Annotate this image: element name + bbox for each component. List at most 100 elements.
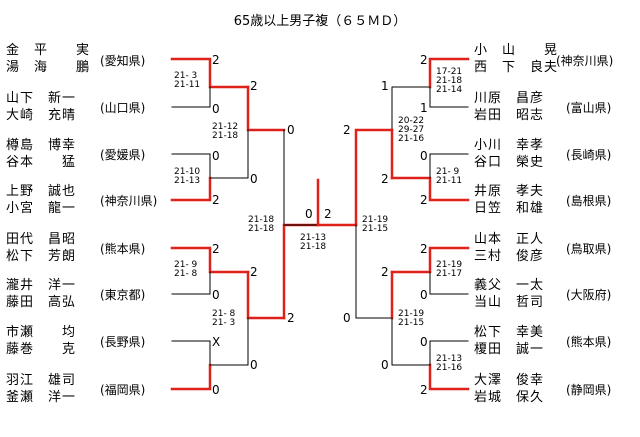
prefecture-label: (富山県)	[566, 101, 612, 115]
score: 1	[420, 101, 428, 115]
prefecture-label: (長野県)	[100, 335, 146, 349]
game-scores: 21- 9 21- 8	[174, 260, 198, 279]
prefecture-label: (東京都)	[100, 288, 146, 302]
score: 0	[343, 311, 351, 325]
bracket-line-left-r1-m2-loser	[171, 153, 211, 179]
prefecture-label: (福岡県)	[100, 383, 146, 397]
player-name: 山本 正人	[474, 232, 545, 247]
player-name: 小川 幸孝	[474, 138, 545, 153]
player-name: 羽江 雄司	[6, 373, 77, 388]
bracket-line-left-r2-m1	[246, 85, 286, 132]
player-name: 上野 誠也	[6, 184, 77, 199]
bracket-line-right-r1-m2	[390, 176, 470, 202]
prefecture-label: (島根県)	[566, 194, 612, 208]
score: 2	[420, 242, 428, 256]
player-name: 金 平 実	[6, 43, 91, 58]
player-name: 当山 哲司	[474, 295, 545, 310]
prefecture-label: (熊本県)	[566, 335, 612, 349]
player-name: 井原 孝夫	[474, 184, 545, 199]
score: 0	[420, 149, 428, 163]
score: 2	[420, 193, 428, 207]
prefecture-label: (長崎県)	[566, 148, 612, 162]
player-name: 三村 俊彦	[474, 249, 545, 264]
player-name: 釜瀬 洋一	[6, 390, 77, 405]
player-name: 義父 一太	[474, 278, 545, 293]
score: 0	[250, 358, 258, 372]
player-name: 市瀬 均	[6, 325, 77, 340]
score: 2	[212, 242, 220, 256]
game-scores: 21-19 21-15	[362, 215, 389, 234]
final-game-scores: 21-13 21-18	[300, 233, 327, 252]
score: 2	[212, 193, 220, 207]
player-name: 日笠 和雄	[474, 201, 545, 216]
player-name: 西 下 良夫	[474, 60, 559, 75]
prefecture-label: (熊本県)	[100, 242, 146, 256]
player-name: 大崎 充晴	[6, 108, 77, 123]
score: 2	[212, 53, 220, 67]
bracket-line-right-r1-m3	[390, 246, 470, 274]
game-scores: 21- 3 21-11	[174, 71, 201, 90]
player-name: 藤田 高弘	[6, 295, 77, 310]
score: 0	[212, 102, 220, 116]
player-name: 谷本 猛	[6, 155, 77, 170]
player-name: 谷口 榮史	[474, 155, 545, 170]
bracket-line-left-r1-m1-loser	[171, 86, 211, 108]
score: 0	[420, 335, 428, 349]
prefecture-label: (愛知県)	[100, 54, 146, 68]
game-scores: 17-21 21-18 21-14	[436, 67, 463, 95]
player-name: 岩田 昭志	[474, 108, 545, 123]
game-scores: 21- 9 21-11	[436, 167, 463, 186]
game-scores: 21-19 21-17	[436, 260, 463, 279]
prefecture-label: (山口県)	[100, 101, 146, 115]
score: 0	[212, 149, 220, 163]
player-name: 榎田 誠一	[474, 342, 545, 357]
player-name: 樽島 博幸	[6, 138, 77, 153]
score: 0	[212, 288, 220, 302]
score: 2	[250, 265, 258, 279]
bracket-line-left-r1-m4	[170, 363, 212, 391]
game-scores: 21-18 21-18	[248, 215, 275, 234]
game-scores: 20-22 29-27 21-16	[398, 116, 425, 144]
player-name: 松下 芳朗	[6, 249, 77, 264]
score: 0	[250, 172, 258, 186]
player-name: 川原 昌彦	[474, 91, 545, 106]
score: 0	[420, 288, 428, 302]
bracket-line-left-r1-m3-loser	[171, 271, 211, 295]
prefecture-label: (鳥取県)	[566, 242, 612, 256]
player-name: 小宮 龍一	[6, 201, 77, 216]
score: 2	[420, 53, 428, 67]
prefecture-label: (静岡県)	[566, 383, 612, 397]
prefecture-label: (神奈川県)	[100, 194, 158, 208]
score: 0	[287, 123, 295, 137]
final-score-left: 0	[305, 207, 313, 221]
score: 2	[381, 172, 389, 186]
bracket-line-left-r1-m2	[170, 176, 212, 202]
score: 1	[381, 79, 389, 93]
bracket-line-right-r1-m1	[428, 57, 470, 89]
game-scores: 21-19 21-15	[398, 309, 425, 328]
final-score-right: 2	[324, 207, 332, 221]
game-scores: 21-10 21-13	[174, 167, 201, 186]
bracket-line-right-r1-m4	[428, 363, 470, 391]
player-name: 藤巻 克	[6, 342, 77, 357]
page-title: 65歳以上男子複（６５ＭＤ）	[233, 14, 407, 29]
prefecture-label: (神奈川県)	[556, 54, 614, 68]
score: 2	[420, 383, 428, 397]
prefecture-label: (大阪府)	[566, 288, 612, 302]
player-name: 小 山 晃	[474, 43, 559, 58]
score: 2	[287, 311, 295, 325]
game-scores: 21- 8 21- 3	[212, 309, 236, 328]
bracket-line-right-r3	[354, 128, 394, 227]
bracket-line-left-r1-m4-loser	[171, 340, 211, 366]
player-name: 湯 海 鵬	[6, 60, 91, 75]
bracket-line-left-r1-m1	[170, 57, 250, 89]
score: 2	[381, 265, 389, 279]
prefecture-label: (愛媛県)	[100, 148, 146, 162]
player-name: 田代 昌昭	[6, 232, 77, 247]
game-scores: 21-12 21-18	[212, 122, 239, 141]
score: 0	[381, 358, 389, 372]
player-name: 瀧井 洋一	[6, 278, 77, 293]
bracket-line-left-r1-m3	[170, 246, 250, 274]
player-name: 松下 幸美	[474, 325, 545, 340]
